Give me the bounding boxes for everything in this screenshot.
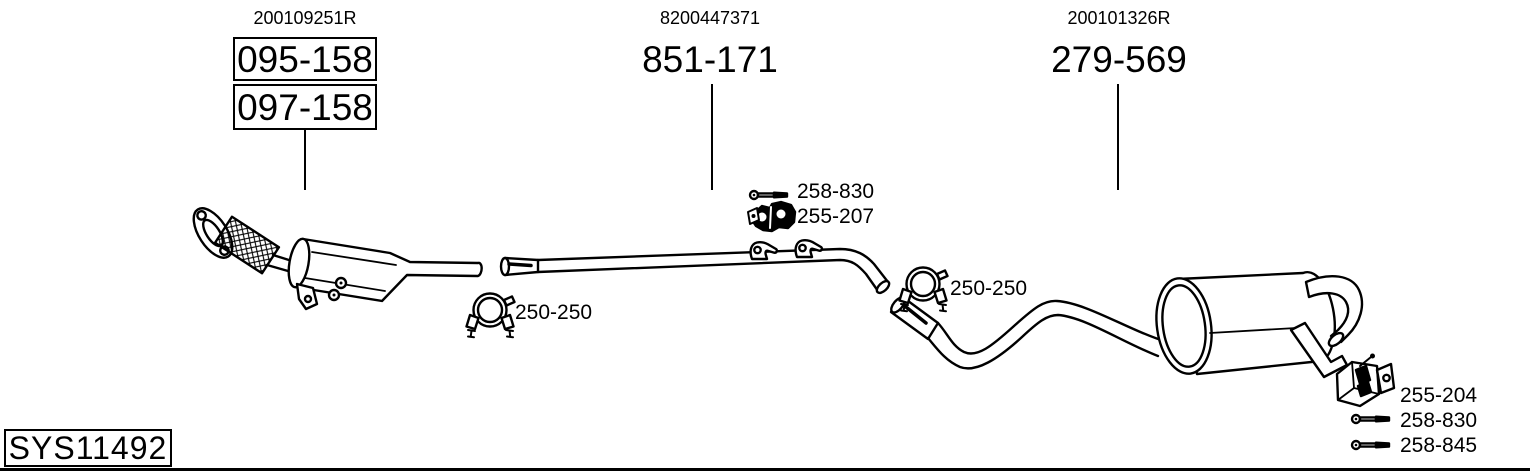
leader-line [304,130,306,190]
oe-reference-number: 200109251R [253,8,357,28]
pipe-hanger-hook-icon [749,241,779,261]
mounting-bracket-icon [1335,353,1396,408]
front-pipe-catalyst-drawing [192,207,483,311]
hardware-part-label: 255-204 [1400,384,1478,407]
hardware-part-label: 258-830 [797,180,875,203]
rear-muffler-drawing [889,270,1364,379]
hardware-part-label: 255-207 [797,205,875,228]
part-code-box: 097-158 [233,84,377,130]
system-id: SYS11492 [8,430,168,466]
oe-reference-number: 8200447371 [659,8,761,28]
pipe-hanger-hook-icon [794,239,824,259]
part-code: 279-569 [1051,39,1187,80]
part-code: 097-158 [237,86,373,128]
leader-line [1117,84,1119,190]
leader-line [711,84,713,190]
hardware-part-label: 250-250 [515,301,593,324]
rubber-mount-icon [747,200,797,233]
bolt-icon [748,189,789,201]
system-id-box: SYS11492 [4,429,172,467]
flex-pipe [213,215,281,275]
bolt-icon [1350,439,1391,451]
pipe-clamp-icon [898,266,949,313]
muffler-hanger-strap [1289,321,1349,379]
bottom-divider [0,468,1530,471]
hardware-part-label: 258-830 [1400,409,1478,432]
hardware-part-label: 258-845 [1400,434,1478,457]
bolt-icon [1350,413,1391,425]
part-code: 851-171 [642,39,778,80]
part-code-box: 095-158 [233,37,377,81]
middle-pipe-drawing [499,239,891,295]
oe-reference-number: 200101326R [1067,8,1171,28]
part-code: 095-158 [237,38,373,80]
pipe-clamp-icon [465,292,516,339]
hardware-part-label: 250-250 [950,277,1028,300]
